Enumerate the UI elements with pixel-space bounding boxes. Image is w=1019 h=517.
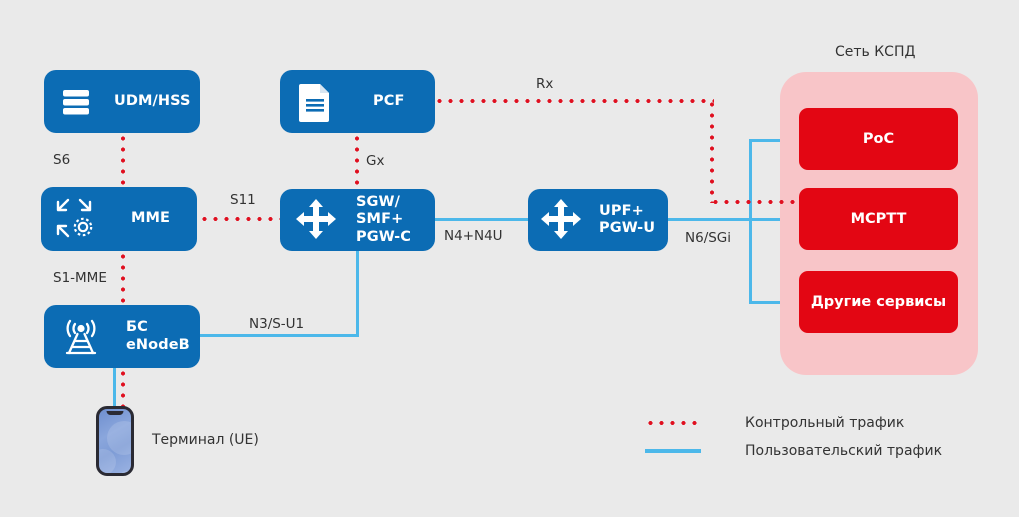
legend-label-user: Пользовательский трафик <box>745 443 943 459</box>
router-arrows-icon <box>537 196 585 244</box>
node-label-mme: MME <box>131 210 171 227</box>
node-udm-hss: UDM/HSS <box>44 70 200 133</box>
interface-label-gx: Gx <box>366 153 385 169</box>
router-arrows-icon <box>292 196 340 244</box>
interface-label-n4n4u: N4+N4U <box>444 228 503 244</box>
ctrlline-s6 <box>121 133 125 189</box>
interface-label-rx: Rx <box>536 76 554 92</box>
document-policy-icon <box>295 81 335 123</box>
ctrlline-rx-vertical <box>710 99 714 203</box>
userline-ue-enb <box>113 368 116 412</box>
smartphone-icon <box>96 406 134 476</box>
node-enodeb: БС eNodeB <box>44 305 200 368</box>
service-network-title: Сеть КСПД <box>835 44 916 60</box>
userline-bus-poc <box>749 139 803 142</box>
node-label-upf: UPF+ PGW-U <box>599 202 656 236</box>
interface-label-s1mme: S1-MME <box>53 270 107 286</box>
service-box-other: Другие сервисы <box>799 271 958 333</box>
ctrlline-enb-ue <box>121 368 125 412</box>
phone-bubble-1 <box>107 421 131 455</box>
service-box-mcptt: MCPTT <box>799 188 958 250</box>
service-label-mcptt: MCPTT <box>850 211 907 227</box>
userline-upf-bus <box>667 218 802 221</box>
node-sgw-smf-pgwc: SGW/ SMF+ PGW-C <box>280 189 435 251</box>
node-label-sgw: SGW/ SMF+ PGW-C <box>356 194 412 245</box>
interface-label-s6: S6 <box>53 152 71 168</box>
phone-bubble-2 <box>99 449 116 473</box>
arrows-gear-icon <box>52 196 98 242</box>
interface-label-n3su1: N3/S-U1 <box>249 316 305 332</box>
legend-label-control: Контрольный трафик <box>745 415 905 431</box>
legend-swatch-control-icon <box>645 421 701 425</box>
database-icon <box>56 82 96 122</box>
legend-row-control: Контрольный трафик <box>645 415 904 431</box>
ctrlline-rx-horizontal <box>434 99 714 103</box>
ctrlline-gx <box>355 133 359 189</box>
node-label-udm-hss: UDM/HSS <box>114 92 191 109</box>
ctrlline-s1mme <box>121 251 125 307</box>
ctrlline-rx-mcptt <box>710 200 805 204</box>
interface-label-n6sgi: N6/SGi <box>685 230 732 246</box>
userline-n3-vertical <box>356 250 359 337</box>
phone-notch <box>106 411 124 415</box>
node-mme: MME <box>41 187 197 251</box>
ctrlline-s11 <box>199 217 281 221</box>
interface-label-s11: S11 <box>230 192 256 208</box>
node-upf-pgwu: UPF+ PGW-U <box>528 189 668 251</box>
node-pcf: PCF <box>280 70 435 133</box>
legend-row-user: Пользовательский трафик <box>645 443 942 459</box>
userline-service-bus <box>749 139 752 304</box>
service-label-other: Другие сервисы <box>810 294 947 310</box>
service-label-poc: PoC <box>862 131 895 147</box>
userline-bus-other <box>749 301 803 304</box>
phone-bubble-3 <box>119 471 131 473</box>
antenna-tower-icon <box>56 313 106 361</box>
service-box-poc: PoC <box>799 108 958 170</box>
userline-enb-right <box>199 334 359 337</box>
legend-swatch-user-icon <box>645 449 701 453</box>
node-label-enodeb: БС eNodeB <box>126 319 190 353</box>
terminal-label: Терминал (UE) <box>152 432 259 448</box>
legend: Контрольный трафик Пользовательский траф… <box>645 415 985 465</box>
userline-sgw-upf <box>433 218 529 221</box>
node-label-pcf: PCF <box>373 92 405 109</box>
